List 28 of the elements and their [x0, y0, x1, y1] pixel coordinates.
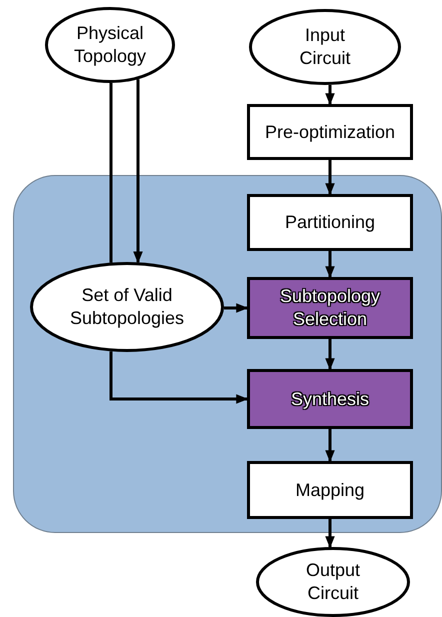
- node-label: Physical Topology: [72, 22, 148, 68]
- arrow: [325, 339, 335, 370]
- node-label: Mapping: [295, 478, 365, 502]
- node-label: Pre-optimization: [264, 120, 396, 144]
- ellipse-node: [45, 7, 175, 83]
- process-box: [247, 104, 413, 160]
- process-box: [247, 194, 413, 251]
- ellipse-node: [256, 547, 410, 617]
- arrow: [110, 351, 248, 404]
- process-box: [247, 277, 413, 339]
- arrow: [325, 160, 335, 196]
- group-panel: [13, 175, 442, 533]
- node-label: Partitioning: [284, 211, 376, 234]
- node-label: Subtopology Selection: [278, 285, 382, 331]
- node-label: Output Circuit: [304, 559, 362, 605]
- process-box: [247, 369, 413, 429]
- arrow: [325, 429, 335, 462]
- node-label: Input Circuit: [298, 24, 352, 70]
- ellipse-node: [30, 262, 224, 352]
- arrow: [325, 519, 335, 548]
- arrow: [133, 79, 143, 264]
- arrow: [325, 251, 335, 278]
- node-label: Synthesis: [290, 388, 370, 410]
- arrow: [224, 303, 248, 313]
- process-box: [247, 461, 413, 519]
- ellipse-node: [249, 9, 401, 85]
- arrow: [325, 84, 335, 106]
- node-label: Set of Valid Subtopologies: [68, 284, 186, 330]
